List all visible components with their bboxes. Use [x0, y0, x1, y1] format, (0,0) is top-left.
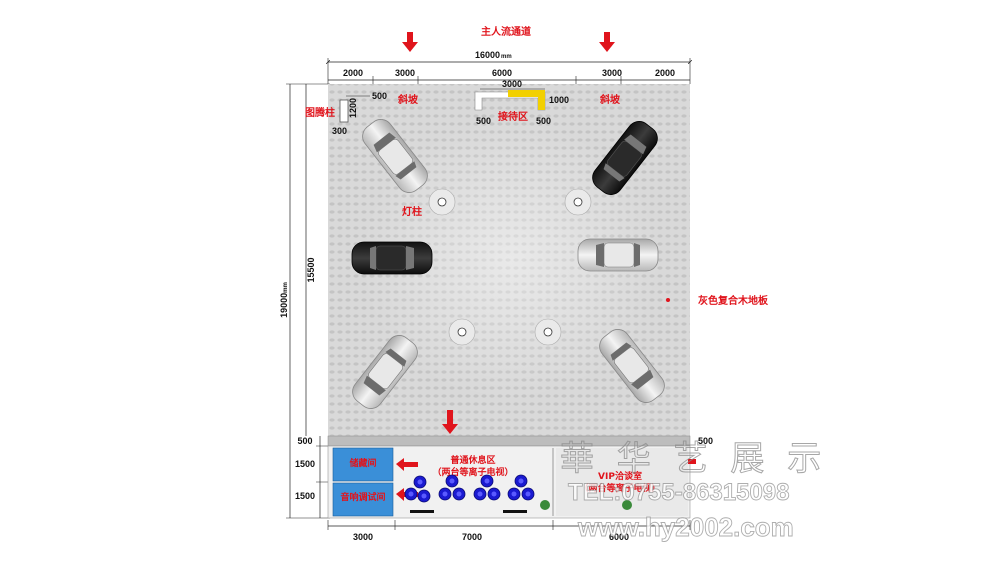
totem-dim-c: 300	[332, 126, 347, 136]
car-middle-left	[351, 241, 433, 275]
lounge-title: 普通休息区	[450, 454, 495, 466]
totem-dim-b: 1200	[348, 98, 358, 118]
top-dim-5: 2000	[655, 68, 675, 78]
reception-depth: 1000	[549, 95, 569, 105]
storage-door-arrow	[396, 458, 418, 471]
watermark-url: www.hy2002.com	[577, 512, 794, 542]
reception-desk	[474, 90, 546, 111]
left-floor-value: 15500	[306, 257, 316, 282]
reception-right-inset: 500	[536, 116, 551, 126]
reception-width: 3000	[502, 79, 522, 89]
vip-title: VIP洽谈室	[598, 470, 642, 482]
audio-label: 音响调试间	[340, 491, 385, 503]
ramp-left-label: 斜坡	[397, 93, 419, 106]
lounge-subtitle: （两台等离子电视）	[432, 466, 513, 478]
reception-label: 接待区	[498, 110, 528, 123]
floor-callout-dot	[666, 298, 670, 302]
car-middle-right	[577, 238, 659, 272]
floor-lighting	[360, 120, 660, 400]
bottom-dimension	[327, 520, 691, 530]
storage-label: 储藏间	[349, 457, 376, 469]
vip-room	[556, 448, 688, 516]
aisle-arrow-left	[402, 32, 418, 52]
ramp-right-label: 斜坡	[599, 93, 621, 106]
bottom-dim-1: 3000	[353, 532, 373, 542]
totem-pillar	[339, 99, 349, 123]
left-lower-dim-3: 1500	[295, 491, 315, 501]
lamp-post-bottom-right	[534, 318, 562, 346]
left-lower-dim-2: 1500	[295, 459, 315, 469]
top-dim-4: 3000	[602, 68, 622, 78]
left-total-dimension	[286, 83, 330, 519]
left-lower-dimension	[316, 436, 330, 518]
top-total-unit: mm	[501, 54, 512, 60]
reception-left-inset: 500	[476, 116, 491, 126]
totem-dim-a: 500	[372, 91, 387, 101]
lamp-post-bottom-left	[448, 318, 476, 346]
right-lower-dim: 500	[698, 436, 713, 446]
lamp-post-top-left	[428, 188, 456, 216]
top-total-value: 16000	[475, 50, 500, 60]
lounge-tv-left	[410, 510, 434, 513]
totem-label: 图腾柱	[305, 106, 335, 119]
left-total-value: 19000mm	[279, 282, 289, 318]
top-segment-dimension	[328, 76, 690, 84]
watermark-phone: TEL:0755-86315098	[568, 479, 789, 506]
lounge-tv-right	[503, 510, 527, 513]
top-dim-3: 6000	[492, 68, 512, 78]
aisle-label: 主人流通道	[481, 25, 531, 38]
storage-room	[332, 447, 394, 482]
left-lower-dim-1: 500	[297, 436, 312, 446]
audio-room	[332, 482, 394, 517]
lamp-post-top-right	[564, 188, 592, 216]
bottom-dim-2: 7000	[462, 532, 482, 542]
vip-plants	[540, 500, 632, 510]
aisle-arrow-right	[599, 32, 615, 52]
top-dim-1: 2000	[343, 68, 363, 78]
lounge-entry-arrow	[442, 410, 458, 434]
floor-label: 灰色复合木地板	[698, 294, 769, 307]
vip-subtitle: （两台等离子电视）	[579, 482, 660, 494]
watermark-brand: 華 华 艺 展 示	[560, 439, 827, 479]
bottom-dim-3: 6000	[609, 532, 629, 542]
lamp-label: 灯柱	[402, 205, 422, 218]
top-dim-2: 3000	[395, 68, 415, 78]
